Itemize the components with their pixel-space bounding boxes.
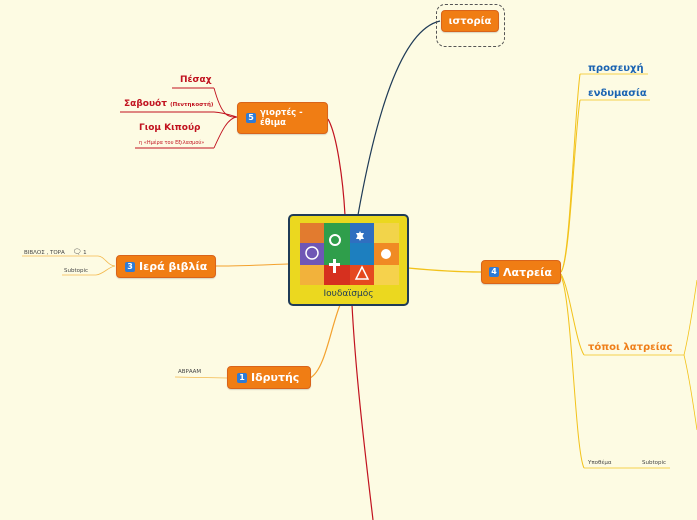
topic-history[interactable]: ιστορία	[441, 10, 499, 32]
badge-number-1: 1	[237, 372, 247, 383]
topic-festivals[interactable]: 5 γιορτές - έθιμα	[237, 102, 328, 134]
topic-festivals-label-line1: γιορτές -	[260, 108, 303, 118]
comment-icon[interactable]: 🗨	[72, 248, 82, 256]
subtopic-places-of-worship[interactable]: τόποι λατρείας	[588, 342, 673, 353]
history-selection-frame	[436, 4, 505, 47]
subtopic-prayer[interactable]: προσευχή	[588, 63, 644, 74]
subtopic-bible-torah[interactable]: ΒΙΒΛΟΣ , ΤΟΡΑ 🗨 1	[24, 248, 87, 256]
subtopic-shavuot[interactable]: Σαβουότ (Πεντηκοστή)	[124, 99, 214, 109]
subtopic-abraham[interactable]: ΑΒΡΑΑΜ	[178, 369, 202, 375]
subtopic-yom-kippur-note: η «Ημέρα του Εξιλασμού»	[139, 140, 205, 146]
topic-history-label: ιστορία	[448, 15, 492, 27]
subtopic-worship-child[interactable]: Subtopic	[642, 460, 667, 466]
topic-scriptures[interactable]: 3 Ιερά βιβλία	[116, 255, 216, 278]
topic-worship[interactable]: 4 Λατρεία	[481, 260, 561, 284]
badge-number-5: 5	[246, 113, 256, 123]
badge-number-3: 3	[125, 261, 135, 272]
badge-number-4: 4	[489, 267, 499, 277]
subtopic-worship-generic[interactable]: Υποθέμα	[588, 460, 612, 466]
topic-worship-label: Λατρεία	[503, 265, 552, 279]
topic-scriptures-label: Ιερά βιβλία	[139, 260, 208, 273]
topic-founder[interactable]: 1 Ιδρυτής	[227, 366, 311, 389]
central-topic-label: Ιουδαϊσμός	[323, 289, 374, 299]
subtopic-pesach[interactable]: Πέσαχ	[180, 75, 212, 85]
subtopic-scriptures-generic[interactable]: Subtopic	[64, 268, 89, 274]
topic-festivals-label-line2: έθιμα	[260, 118, 286, 128]
subtopic-yom-kippur[interactable]: Γιομ Κιπούρ	[139, 123, 201, 133]
central-topic[interactable]: Ιουδαϊσμός	[288, 214, 409, 306]
subtopic-clothing[interactable]: ενδυμασία	[588, 88, 647, 99]
religions-puzzle-image	[300, 223, 399, 285]
topic-founder-label: Ιδρυτής	[251, 371, 300, 384]
